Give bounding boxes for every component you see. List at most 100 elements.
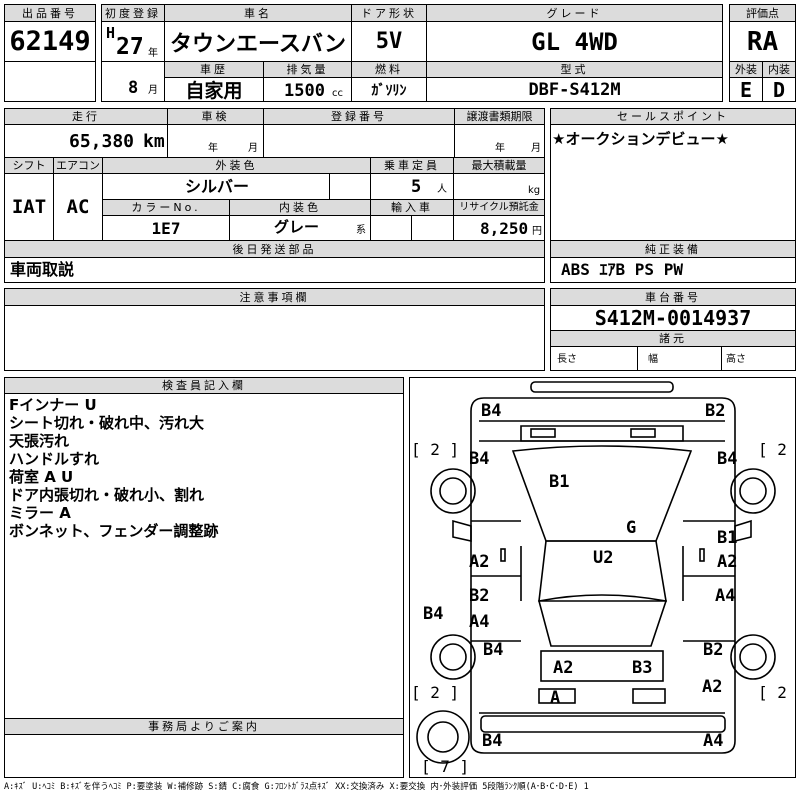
mileage-box: 65,380 km: [4, 124, 168, 158]
office-label: 事務局よりご案内: [4, 718, 404, 735]
mileage: 65,380: [69, 131, 135, 152]
remark-line: 荷室 A U: [9, 468, 74, 486]
color-number: 1E7: [102, 215, 230, 241]
transfer-year-unit: 年: [495, 143, 505, 154]
headlight-left: [530, 428, 556, 438]
mark-windshield: G: [626, 518, 636, 538]
mark-rear-left: A2: [553, 658, 573, 678]
bracket-lower-right: [ 2 ]: [758, 683, 795, 702]
displacement-box: 1500 cc: [263, 77, 352, 102]
mark-fr-wheel: B4: [717, 449, 737, 469]
door-label: ドア形状: [351, 4, 427, 22]
intcolor-label: 内装色: [229, 199, 371, 216]
fuel-label: 燃料: [351, 61, 427, 78]
grille-shape: [520, 425, 684, 442]
plate-right-shape: [632, 688, 666, 704]
capacity-box: 5 人: [370, 173, 454, 200]
remark-line: Fインナー U: [9, 396, 97, 414]
recycle-box: 8,250 円: [453, 215, 545, 241]
recycle-label: リサイクル預託金: [453, 199, 545, 216]
import-box-a: [370, 215, 412, 241]
right-handle-front: [699, 548, 705, 562]
mark-fl-wheel: B4: [469, 449, 489, 469]
month-unit: 月: [148, 85, 158, 96]
mark-plate: A: [550, 688, 560, 708]
model-label: 型式: [426, 61, 723, 78]
shift-type: IAT: [4, 173, 54, 241]
car-damage-diagram: B4 B2 B4 B4 B1 G B1 A2 U2 A2 B2 A4 B4 A4…: [411, 381, 795, 776]
sales-point-label: セールスポイント: [550, 108, 796, 125]
rear-right-tire: [730, 634, 776, 680]
left-handle-front: [500, 548, 506, 562]
equipment-box: ABS ｴｱB PS PW: [550, 257, 796, 283]
color-label: 外装色: [102, 157, 371, 174]
inspection-box: 年 月: [167, 124, 264, 158]
mark-top-left: B4: [481, 401, 501, 421]
remark-line: シート切れ・破れ中、汚れ大: [9, 414, 205, 432]
mark-rear-right: B3: [632, 658, 652, 678]
car-name: タウンエースバン: [164, 21, 352, 62]
bracket-upper-left: [ 2 ]: [411, 440, 459, 459]
lot-label: 出品番号: [4, 4, 96, 22]
first-reg-month: 8: [128, 78, 139, 98]
chassis-label: 車台番号: [550, 288, 796, 306]
score-label: 評価点: [729, 4, 796, 22]
mark-right-front-door: A2: [717, 552, 737, 572]
ext-label: 外装: [729, 61, 763, 78]
lot-number: 62149: [4, 21, 96, 62]
plate-left-shape: [538, 688, 576, 704]
lot-blank: [4, 61, 96, 102]
colorno-label: カラーNo.: [102, 199, 230, 216]
model-code: DBF-S412M: [426, 77, 723, 102]
mark-left-side: B4: [423, 604, 443, 624]
first-reg-year-box: H 27 年: [101, 21, 165, 62]
color-blank: [329, 173, 371, 200]
inspection-month-unit: 月: [248, 143, 258, 154]
bracket-upper-right: [ 2 ]: [758, 440, 795, 459]
mark-right-rear-door: A4: [715, 586, 735, 606]
ac-label: エアコン: [53, 157, 103, 174]
height-label: 高さ: [726, 354, 746, 365]
car-history: 自家用: [164, 77, 264, 102]
chassis-number: S412M-0014937: [550, 305, 796, 331]
mark-roof: U2: [593, 548, 613, 568]
mark-hood: B1: [549, 472, 569, 492]
transfer-box: 年 月: [454, 124, 545, 158]
rear-right-rim: [739, 643, 767, 671]
headlight-right: [630, 428, 656, 438]
spare-rim: [427, 721, 459, 753]
capacity-label: 乗車定員: [370, 157, 454, 174]
panel-brackets: [ 2 ] [ 2 ] [ 2 ] [ 2 ] [ 7 ]: [411, 440, 795, 776]
mark-left-rear-a: A4: [469, 612, 489, 632]
body-color: シルバー: [185, 177, 250, 196]
transfer-month-unit: 月: [531, 143, 541, 154]
displacement-label: 排気量: [263, 61, 352, 78]
capacity-unit: 人: [437, 184, 447, 195]
mark-left-rear-b: B2: [469, 586, 489, 606]
remark-line: ミラー A: [9, 504, 71, 522]
front-left-tire: [430, 468, 476, 514]
right-mirror-shape: [734, 519, 752, 543]
recycle-fee: 8,250: [480, 219, 529, 238]
length-label: 長さ: [557, 354, 577, 365]
width-label: 幅: [648, 354, 658, 365]
displacement-unit: cc: [332, 88, 343, 99]
spare-tire: [416, 710, 470, 764]
intcolor-box: グレー 系: [229, 215, 371, 241]
import-box-b: [411, 215, 454, 241]
sales-point-box: ★オークションデビュー★: [550, 124, 796, 258]
ac-type: AC: [53, 173, 103, 241]
load-unit: kg: [528, 185, 541, 196]
mark-right-front: B1: [717, 528, 737, 548]
rear-left-rim: [439, 643, 467, 671]
first-reg-label: 初度登録: [101, 4, 165, 22]
delivery-parts: 車両取説: [10, 260, 75, 279]
era-letter: H: [106, 24, 116, 42]
body-outline-shape: [470, 397, 736, 754]
mark-rl-wheel: B4: [483, 640, 503, 660]
color-box: シルバー: [102, 173, 330, 200]
load-box: kg: [453, 173, 545, 200]
mileage-label: 走行: [4, 108, 168, 125]
import-label: 輸入車: [370, 199, 454, 216]
inspection-label: 車検: [167, 108, 264, 125]
